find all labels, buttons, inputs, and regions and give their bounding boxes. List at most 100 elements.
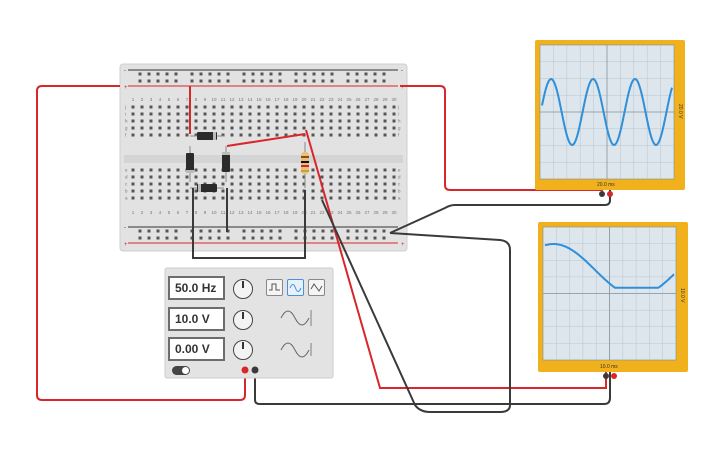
svg-text:a: a <box>125 196 128 201</box>
svg-text:18: 18 <box>283 210 289 215</box>
frequency-knob[interactable] <box>233 279 253 299</box>
svg-text:8: 8 <box>195 97 198 102</box>
svg-text:+: + <box>401 85 405 91</box>
svg-text:5: 5 <box>168 210 171 215</box>
svg-text:22: 22 <box>319 210 325 215</box>
svg-text:1: 1 <box>132 210 135 215</box>
svg-text:-: - <box>401 68 403 74</box>
power-toggle[interactable] <box>172 366 190 375</box>
svg-text:2: 2 <box>141 210 144 215</box>
svg-text:f: f <box>398 133 400 138</box>
svg-text:4: 4 <box>159 210 162 215</box>
svg-text:-: - <box>124 68 126 74</box>
svg-text:8: 8 <box>195 210 198 215</box>
svg-text:10: 10 <box>211 97 217 102</box>
svg-text:f: f <box>125 133 127 138</box>
diode-top[interactable] <box>190 132 224 140</box>
svg-text:i: i <box>398 112 399 117</box>
svg-text:j: j <box>397 105 399 110</box>
triangle-wave-button[interactable] <box>308 279 325 296</box>
svg-text:+: + <box>401 242 405 248</box>
svg-text:28: 28 <box>373 97 379 102</box>
svg-text:11: 11 <box>221 210 226 215</box>
svg-text:24: 24 <box>337 97 343 102</box>
diode-right[interactable] <box>222 146 230 182</box>
square-wave-button[interactable] <box>266 279 283 296</box>
svg-text:13: 13 <box>238 210 244 215</box>
svg-text:25: 25 <box>346 97 352 102</box>
square-wave-icon <box>269 283 280 291</box>
svg-text:7: 7 <box>186 210 189 215</box>
svg-text:3: 3 <box>150 97 153 102</box>
svg-text:i: i <box>125 112 126 117</box>
svg-text:9: 9 <box>204 97 207 102</box>
svg-text:d: d <box>125 175 128 180</box>
svg-text:12: 12 <box>229 210 235 215</box>
breadboard-holes[interactable] <box>131 72 396 240</box>
svg-text:20: 20 <box>301 97 307 102</box>
oscilloscope-bottom-grid <box>543 227 676 360</box>
svg-text:1: 1 <box>132 97 135 102</box>
svg-text:17: 17 <box>274 210 280 215</box>
wire-black-return <box>321 199 511 413</box>
svg-text:17: 17 <box>274 97 280 102</box>
wire-red-to-top-scope <box>400 85 603 191</box>
svg-text:29: 29 <box>382 97 388 102</box>
svg-text:25: 25 <box>346 210 352 215</box>
svg-text:27: 27 <box>364 97 370 102</box>
amplitude-knob[interactable] <box>233 310 253 330</box>
wire-black-loop <box>192 188 306 259</box>
diode-left[interactable] <box>186 146 194 182</box>
svg-text:28: 28 <box>373 210 379 215</box>
svg-text:10: 10 <box>211 210 217 215</box>
svg-text:21: 21 <box>310 210 316 215</box>
svg-text:23: 23 <box>328 210 334 215</box>
svg-text:7: 7 <box>186 97 189 102</box>
sine-wave-icon <box>289 284 302 292</box>
svg-text:6: 6 <box>177 210 180 215</box>
oscilloscope-bottom[interactable] <box>538 222 688 379</box>
svg-text:c: c <box>125 182 128 187</box>
wire-black-to-top-scope <box>389 185 611 234</box>
svg-text:2: 2 <box>141 97 144 102</box>
svg-text:24: 24 <box>337 210 343 215</box>
wire-black-generator-negative <box>254 372 611 405</box>
svg-text:-: - <box>124 225 126 231</box>
oscilloscope-bottom-volts-label: 10.0 V <box>679 288 685 303</box>
oscilloscope-top-trace <box>541 77 673 147</box>
resistor[interactable] <box>301 142 309 188</box>
svg-text:9: 9 <box>204 210 207 215</box>
frequency-field[interactable]: 50.0 Hz <box>168 276 225 300</box>
amplitude-field[interactable]: 10.0 V <box>168 307 225 331</box>
oscilloscope-top[interactable] <box>535 40 685 197</box>
svg-text:29: 29 <box>382 210 388 215</box>
oscilloscope-bottom-time-label: 10.0 ms <box>600 364 618 370</box>
svg-text:26: 26 <box>355 210 361 215</box>
wire-red-resistor-to-bottom-scope <box>305 129 607 389</box>
triangle-wave-icon <box>310 283 323 292</box>
oscilloscope-bottom-probe-negative <box>603 373 609 379</box>
generator-positive-terminal <box>241 366 249 374</box>
svg-text:22: 22 <box>319 97 325 102</box>
svg-text:16: 16 <box>265 97 271 102</box>
dc-offset-knob[interactable] <box>233 340 253 360</box>
svg-text:16: 16 <box>265 210 271 215</box>
wires[interactable] <box>36 85 611 413</box>
dc-offset-field[interactable]: 0.00 V <box>168 337 225 361</box>
generator-negative-terminal <box>251 366 259 374</box>
svg-text:b: b <box>398 189 401 194</box>
diode-bottom[interactable] <box>190 184 224 192</box>
breadboard[interactable]: 1122334455667788991010111112121313141415… <box>119 63 408 252</box>
svg-text:14: 14 <box>247 210 253 215</box>
amplitude-symbol <box>280 310 312 326</box>
oscilloscope-top-grid <box>540 45 674 179</box>
svg-text:g: g <box>125 126 128 131</box>
svg-text:15: 15 <box>256 97 262 102</box>
oscilloscope-top-volts-label: 20.0 V <box>677 104 683 119</box>
svg-text:21: 21 <box>310 97 316 102</box>
svg-text:11: 11 <box>221 97 226 102</box>
svg-text:b: b <box>125 189 128 194</box>
sine-wave-button[interactable] <box>287 279 304 296</box>
svg-text:26: 26 <box>355 97 361 102</box>
